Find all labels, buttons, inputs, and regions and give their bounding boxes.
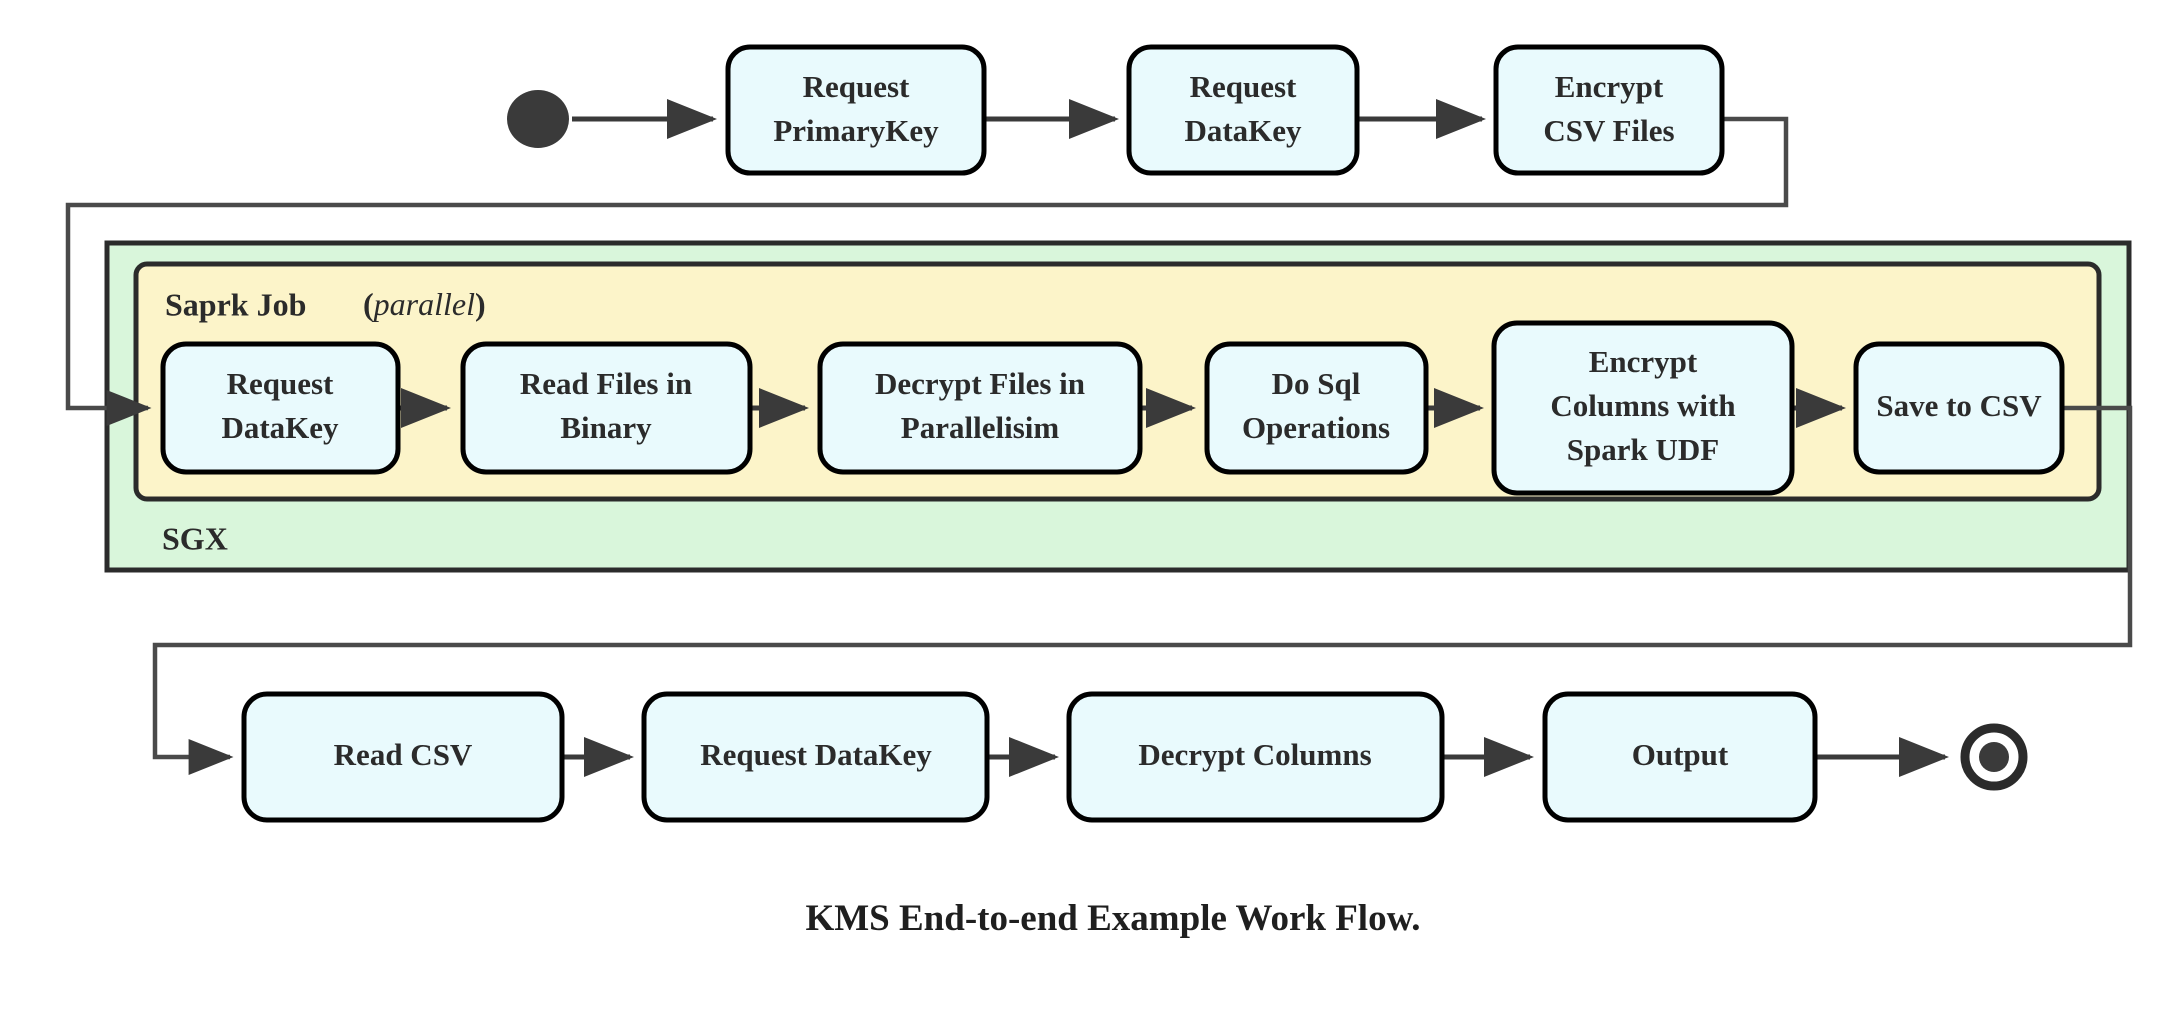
node-read-files-binary-line1: Read Files in xyxy=(520,366,692,401)
start-node xyxy=(507,90,569,148)
node-decrypt-files-parallelisim-line2: Parallelisim xyxy=(901,410,1060,445)
node-decrypt-columns-line1: Decrypt Columns xyxy=(1138,737,1371,772)
node-encrypt-columns-spark-udf-line1: Encrypt xyxy=(1589,344,1698,379)
node-output-line1: Output xyxy=(1632,737,1729,772)
connector-save-csv-to-read-csv xyxy=(152,405,2133,775)
node-request-datakey-top-line2: DataKey xyxy=(1184,113,1302,148)
node-request-primarykey-line1: Request xyxy=(803,69,910,104)
node-request-datakey-spark-line1: Request xyxy=(227,366,334,401)
node-decrypt-columns[interactable]: Decrypt Columns xyxy=(1066,691,1445,823)
end-node xyxy=(1960,723,2028,791)
node-save-to-csv-line1: Save to CSV xyxy=(1876,388,2042,423)
node-decrypt-files-parallelisim-line1: Decrypt Files in xyxy=(875,366,1085,401)
node-request-datakey-bottom[interactable]: Request DataKey xyxy=(641,691,990,823)
node-request-datakey-spark-line2: DataKey xyxy=(221,410,339,445)
node-output[interactable]: Output xyxy=(1542,691,1818,823)
node-read-files-binary-line2: Binary xyxy=(560,410,652,445)
node-request-primarykey-line2: PrimaryKey xyxy=(773,113,939,148)
node-request-datakey-top-line1: Request xyxy=(1190,69,1297,104)
node-read-csv[interactable]: Read CSV xyxy=(241,691,565,823)
sgx-container-label: SGX xyxy=(162,520,228,556)
node-save-to-csv[interactable]: Save to CSV xyxy=(1853,341,2065,475)
node-encrypt-csv-files[interactable]: Encrypt CSV Files xyxy=(1493,44,1725,176)
node-request-primarykey[interactable]: Request PrimaryKey xyxy=(725,44,987,176)
node-read-files-binary[interactable]: Read Files in Binary xyxy=(460,341,753,475)
node-encrypt-columns-spark-udf[interactable]: Encrypt Columns with Spark UDF xyxy=(1491,320,1795,496)
node-request-datakey-bottom-line1: Request DataKey xyxy=(700,737,932,772)
node-encrypt-columns-spark-udf-line3: Spark UDF xyxy=(1567,432,1719,467)
spark-job-annotation: (parallel) xyxy=(363,286,486,322)
node-decrypt-files-parallelisim[interactable]: Decrypt Files in Parallelisim xyxy=(817,341,1143,475)
node-request-datakey-spark[interactable]: Request DataKey xyxy=(160,341,401,475)
node-encrypt-csv-files-line2: CSV Files xyxy=(1543,113,1674,148)
paren-open: ( xyxy=(363,286,374,322)
diagram-caption: KMS End-to-end Example Work Flow. xyxy=(805,898,1420,939)
node-read-csv-line1: Read CSV xyxy=(334,737,473,772)
paren-close: ) xyxy=(475,286,486,322)
node-request-datakey-top[interactable]: Request DataKey xyxy=(1126,44,1360,176)
node-encrypt-csv-files-line1: Encrypt xyxy=(1555,69,1664,104)
node-do-sql-operations-line2: Operations xyxy=(1242,410,1390,445)
spark-job-container-label: Saprk Job xyxy=(165,286,306,322)
parallel-word: parallel xyxy=(372,286,475,322)
connector-encrypt-csv-to-spark-request-datakey xyxy=(65,116,1789,426)
node-encrypt-columns-spark-udf-line2: Columns with xyxy=(1550,388,1735,423)
node-do-sql-operations[interactable]: Do Sql Operations xyxy=(1204,341,1429,475)
node-do-sql-operations-line1: Do Sql xyxy=(1272,366,1361,401)
